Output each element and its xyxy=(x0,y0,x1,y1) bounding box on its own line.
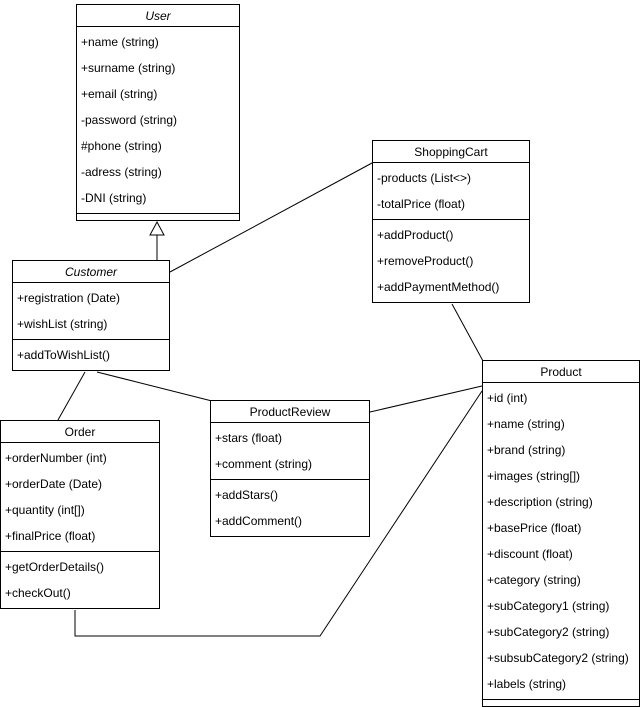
association-line[interactable] xyxy=(169,162,373,273)
class-box-user[interactable]: User +name (string) +surname (string) +ema… xyxy=(76,4,240,221)
class-member: +subCategory2 (string) xyxy=(487,625,610,639)
class-member: +orderNumber (int) xyxy=(5,451,107,465)
class-member: #phone (string) xyxy=(81,139,162,153)
class-member: -totalPrice (float) xyxy=(377,197,466,211)
class-member: -products (List<>) xyxy=(377,171,472,185)
class-title: Product xyxy=(483,361,639,383)
class-member: +images (string[]) xyxy=(487,469,581,483)
class-attributes: +orderNumber (int) +orderDate (Date) +quan… xyxy=(1,443,159,551)
association-line[interactable] xyxy=(369,385,483,413)
class-member: +basePrice (float) xyxy=(487,521,582,535)
class-title: ProductReview xyxy=(211,401,369,423)
class-member: +labels (string) xyxy=(487,677,567,691)
class-member: +removeProduct() xyxy=(377,254,474,268)
class-member: +name (string) xyxy=(81,35,159,49)
class-methods: +addProduct() +removeProduct() +addPayment… xyxy=(373,219,529,302)
class-attributes: +registration (Date) +wishList (string) xyxy=(13,283,169,339)
class-attributes: +name (string) +surname (string) +email (s… xyxy=(77,27,239,213)
association-line[interactable] xyxy=(57,371,86,421)
class-title: ShoppingCart xyxy=(373,141,529,163)
class-member: +addPaymentMethod() xyxy=(377,280,500,294)
class-member: +subsubCategory2 (string) xyxy=(487,651,629,665)
class-box-product[interactable]: Product +id (int) +name (string) +brand (s… xyxy=(482,360,640,707)
edge-customer-to-order[interactable] xyxy=(57,371,86,421)
association-line[interactable] xyxy=(96,371,213,402)
class-title: Customer xyxy=(13,261,169,283)
class-box-productreview[interactable]: ProductReview +stars (float) +comment (st… xyxy=(210,400,370,537)
class-member: +getOrderDetails() xyxy=(5,560,105,574)
class-member: +checkOut() xyxy=(5,586,71,600)
edge-productreview-to-product[interactable] xyxy=(369,385,483,413)
class-member: +brand (string) xyxy=(487,443,566,457)
class-member: +quantity (int[]) xyxy=(5,503,85,517)
edge-customer-to-shoppingcart[interactable] xyxy=(169,162,373,273)
class-member: -password (string) xyxy=(81,113,178,127)
class-member: -adress (string) xyxy=(81,165,162,179)
class-member: +stars (float) xyxy=(215,431,283,445)
class-methods xyxy=(483,699,639,706)
class-box-order[interactable]: Order +orderNumber (int) +orderDate (Date… xyxy=(0,420,160,609)
class-member: +email (string) xyxy=(81,87,158,101)
generalization-arrowhead xyxy=(149,220,165,236)
class-box-customer[interactable]: Customer +registration (Date) +wishList (… xyxy=(12,260,170,371)
edge-customer-to-productreview[interactable] xyxy=(96,371,213,402)
class-methods: +getOrderDetails() +checkOut() xyxy=(1,551,159,608)
class-member: +comment (string) xyxy=(215,457,313,471)
class-box-shoppingcart[interactable]: ShoppingCart -products (List<>) -totalPri… xyxy=(372,140,530,303)
class-member: +surname (string) xyxy=(81,61,176,75)
class-member: +finalPrice (float) xyxy=(5,529,96,543)
class-title: Order xyxy=(1,421,159,443)
class-member: +id (int) xyxy=(487,391,528,405)
class-member: +name (string) xyxy=(487,417,565,431)
class-member: +subCategory1 (string) xyxy=(487,599,610,613)
class-member: +registration (Date) xyxy=(17,291,121,305)
class-methods: +addStars() +addComment() xyxy=(211,479,369,536)
edge-customer-to-user-generalization[interactable] xyxy=(149,220,165,260)
association-line[interactable] xyxy=(74,390,483,637)
class-member: +addStars() xyxy=(215,488,279,502)
association-line[interactable] xyxy=(451,303,484,362)
class-member: +description (string) xyxy=(487,495,593,509)
class-member: +addProduct() xyxy=(377,228,454,242)
class-methods xyxy=(77,213,239,220)
class-attributes: +stars (float) +comment (string) xyxy=(211,423,369,479)
class-attributes: -products (List<>) -totalPrice (float) xyxy=(373,163,529,219)
class-member: +orderDate (Date) xyxy=(5,477,103,491)
class-methods: +addToWishList() xyxy=(13,339,169,370)
class-member: +discount (float) xyxy=(487,547,573,561)
class-member: -DNI (string) xyxy=(81,191,147,205)
class-member: +addToWishList() xyxy=(17,348,111,362)
class-attributes: +id (int) +name (string) +brand (string) +i… xyxy=(483,383,639,699)
class-member: +wishList (string) xyxy=(17,317,108,331)
edge-shoppingcart-to-product[interactable] xyxy=(451,303,484,362)
class-member: +category (string) xyxy=(487,573,581,587)
class-member: +addComment() xyxy=(215,514,303,528)
edge-order-to-product[interactable] xyxy=(74,390,483,637)
class-title: User xyxy=(77,5,239,27)
